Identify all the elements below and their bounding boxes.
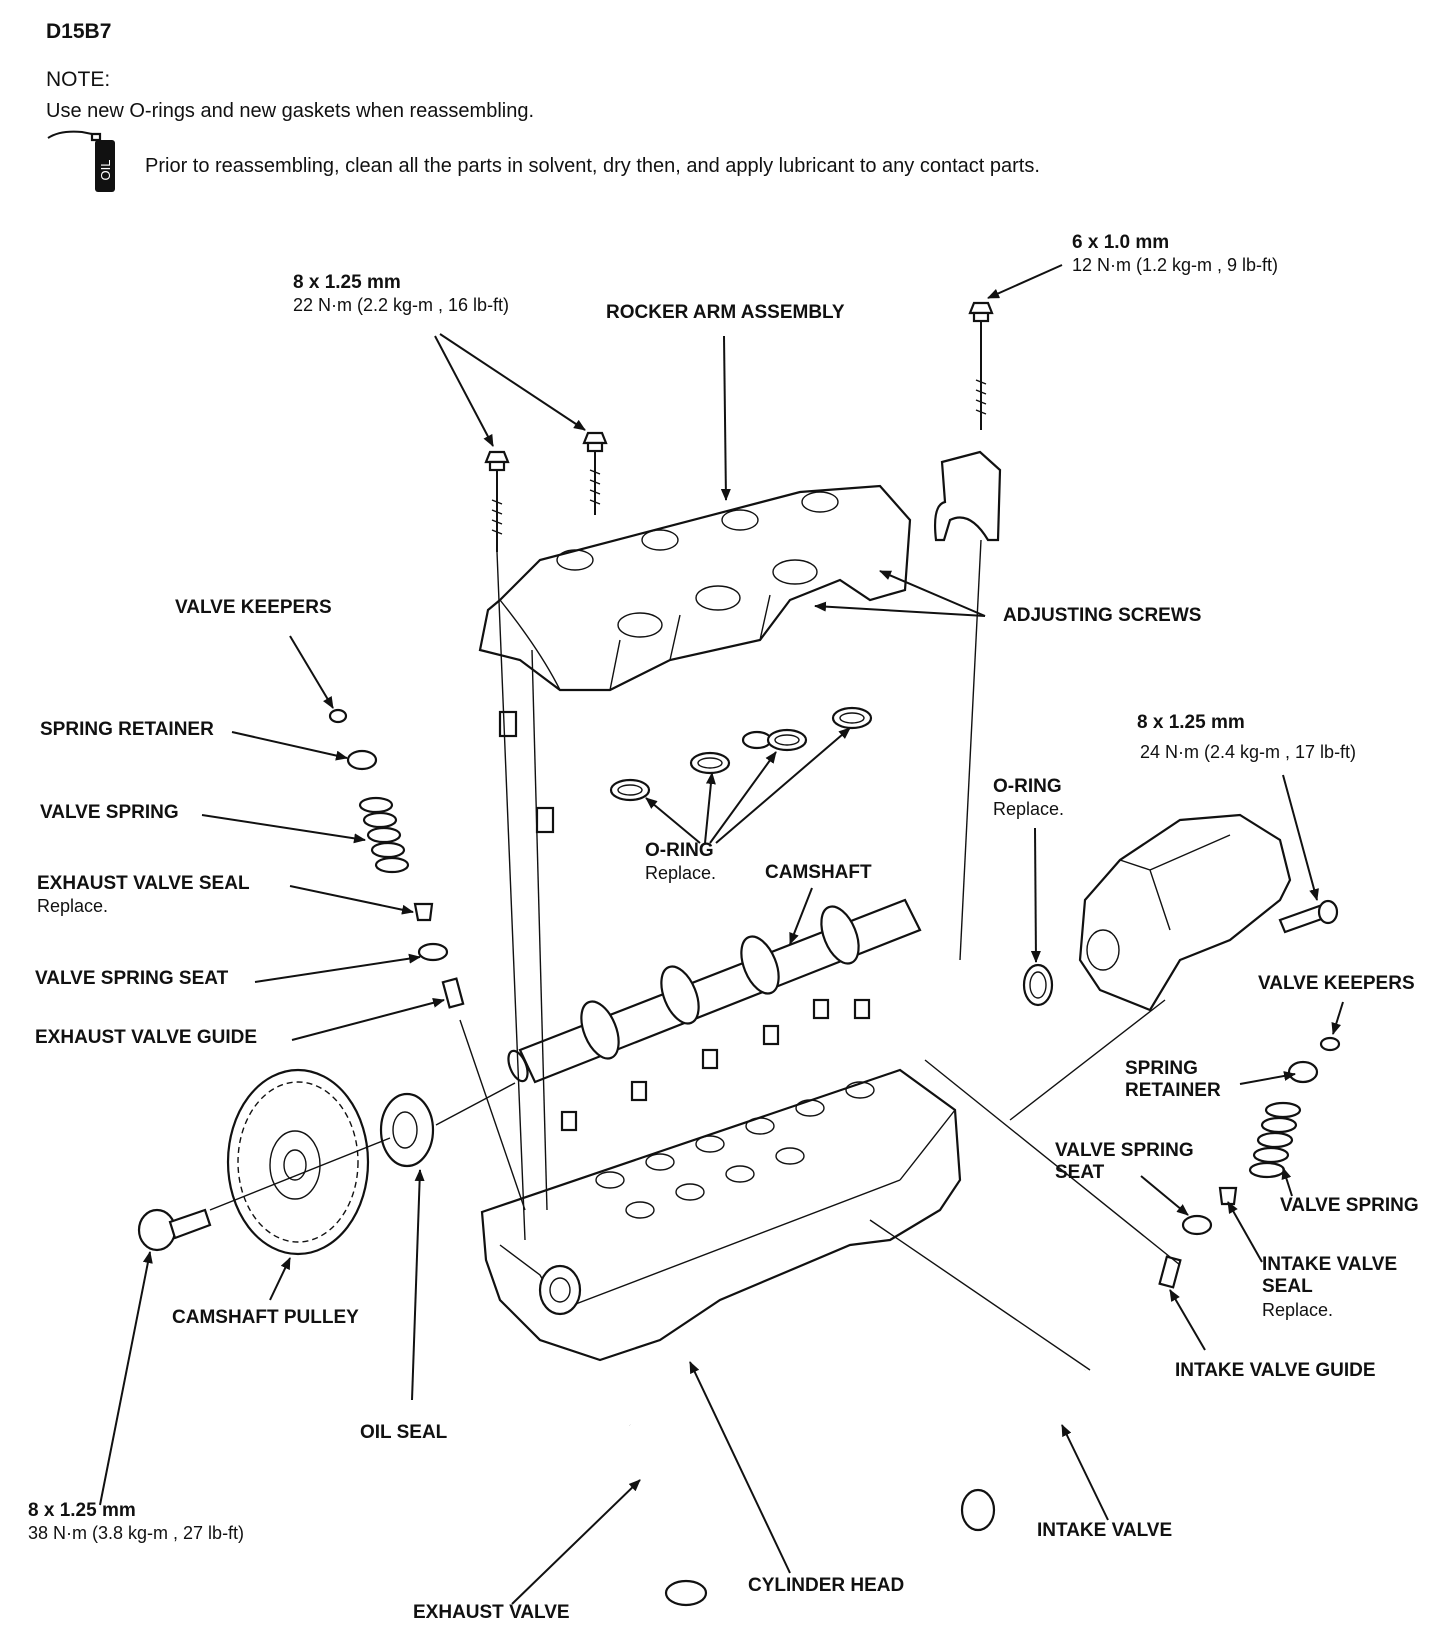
valve-spring-seat-right [1181,1214,1213,1236]
intake-valve-guide-label: INTAKE VALVE GUIDE [1175,1360,1376,1381]
valve-keepers-right-label: VALVE KEEPERS [1258,973,1415,994]
o-rings-center [609,706,873,802]
rocker-arm-assembly-label: ROCKER ARM ASSEMBLY [606,302,845,323]
valve-spring-seat-left [417,942,449,962]
exhaust-valve-guide-label: EXHAUST VALVE GUIDE [35,1027,258,1048]
intake-valve-label: INTAKE VALVE [1037,1520,1173,1541]
dowel-pin-2 [535,806,555,834]
exhaust-valve-part [628,1424,708,1607]
lubricant-instruction: Prior to reassembling, clean all the par… [145,155,1040,177]
valve-keepers-right [1319,1036,1341,1052]
rocker-bolt-right [582,431,608,515]
valve-spring-left-label: VALVE SPRING [40,802,179,823]
spring-retainer-left-label: SPRING RETAINER [40,719,214,740]
camshaft-pulley-label: CAMSHAFT PULLEY [172,1307,359,1328]
leader-arrows [99,264,1344,1605]
valve-spring-right [1248,1101,1302,1179]
cap-bolt-size-label: 6 x 1.0 mm [1072,232,1170,253]
exhaust-valve-label: EXHAUST VALVE [413,1602,570,1623]
o-ring-center-note: Replace. [645,863,717,883]
distributor-bolt-torque-label: 24 N·m (2.4 kg-m , 17 lb-ft) [1140,742,1357,762]
rocker-arm-assembly [478,484,912,692]
intake-valve-seal-note: Replace. [1262,1300,1334,1320]
exhaust-valve-guide-part [441,977,465,1009]
cap-bolt-torque-label: 12 N·m (1.2 kg-m , 9 lb-ft) [1072,255,1279,275]
valve-spring-seat-left-label: VALVE SPRING SEAT [35,968,229,989]
spring-retainer-right-label-2: RETAINER [1125,1080,1221,1101]
rocker-bolt-size-label: 8 x 1.25 mm [293,272,401,293]
distributor-part [1078,813,1292,1012]
distributor-bolt-size-label: 8 x 1.25 mm [1137,712,1245,733]
o-ring-right-label: O-RING [993,776,1062,797]
spring-retainer-right [1287,1060,1319,1084]
camshaft-holder-cap [933,450,1002,542]
valve-spring-seat-right-label-1: VALVE SPRING [1055,1140,1194,1161]
note-heading: NOTE: [46,68,111,91]
intake-valve-seal-label-1: INTAKE VALVE [1262,1254,1398,1275]
valve-spring-right-label: VALVE SPRING [1280,1195,1419,1216]
dowel-pin-1 [498,710,518,738]
valve-spring-seat-right-label-2: SEAT [1055,1162,1105,1183]
svg-text:OIL: OIL [98,160,113,181]
pulley-bolt [137,1208,212,1252]
intake-valve-seal-part [1218,1186,1238,1206]
o-ring-right-note: Replace. [993,799,1065,819]
intake-valve-guide-part [1158,1255,1182,1289]
valve-keepers-left-label: VALVE KEEPERS [175,597,332,618]
distributor-bolt [1278,899,1339,934]
valve-spring-left [358,796,410,874]
pulley-bolt-size-label: 8 x 1.25 mm [28,1500,136,1521]
camshaft-part [507,898,922,1084]
cylinder-head-label: CYLINDER HEAD [748,1575,905,1596]
note-text: Use new O-rings and new gaskets when rea… [46,100,535,122]
cap-bolt [968,301,994,430]
oil-seal-part [379,1092,435,1168]
intake-valve-part [960,1369,1087,1532]
exhaust-valve-parts [328,708,465,1009]
spring-retainer-right-label-1: SPRING [1125,1058,1198,1079]
cylinder-head-part [480,998,962,1362]
exhaust-valve-seal-label: EXHAUST VALVE SEAL [37,873,250,894]
spring-retainer-left [346,749,378,771]
camshaft-pulley-part [226,1068,370,1256]
oil-seal-label: OIL SEAL [360,1422,448,1443]
camshaft-label: CAMSHAFT [765,862,872,883]
intake-valve-seal-label-2: SEAL [1262,1276,1313,1297]
model-code: D15B7 [46,20,112,43]
rocker-bolt-left [484,450,510,552]
rocker-bolt-torque-label: 22 N·m (2.2 kg-m , 16 lb-ft) [293,295,510,315]
assembly-lines [209,539,1181,1371]
oil-can-icon: OIL [47,130,115,192]
adjusting-screws-label: ADJUSTING SCREWS [1003,605,1202,626]
exhaust-valve-seal-note: Replace. [37,896,109,916]
o-ring-right-part [1022,963,1054,1007]
valve-keepers-left [328,708,348,724]
exhaust-valve-seal-part [413,902,434,922]
o-ring-center-label: O-RING [645,840,714,861]
pulley-bolt-torque-label: 38 N·m (3.8 kg-m , 27 lb-ft) [28,1523,245,1543]
